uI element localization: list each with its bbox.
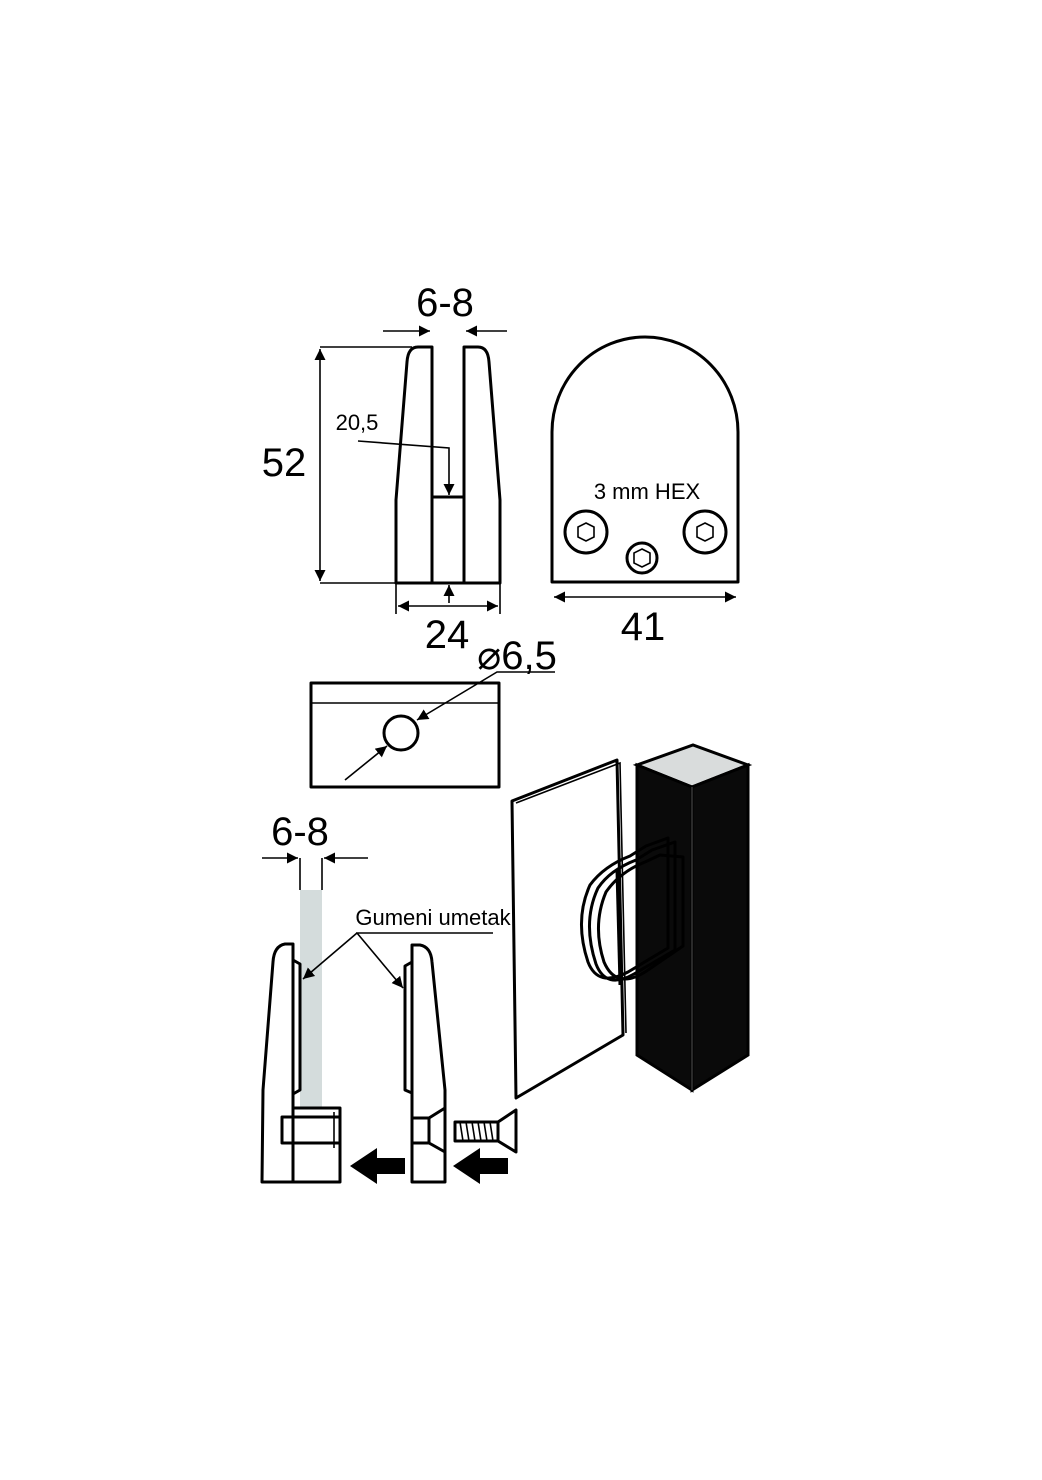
left-jaw-section bbox=[260, 942, 342, 1184]
glass-panel-section bbox=[300, 890, 322, 1108]
screw-center-icon bbox=[625, 541, 659, 575]
post-perspective bbox=[632, 743, 753, 1093]
clamp-right-jaw bbox=[462, 345, 502, 585]
mounting-plate-view: ⌀6,5 bbox=[309, 634, 557, 789]
clamp-front-view: 3 mm HEX 41 bbox=[550, 335, 740, 649]
screw-right-icon bbox=[682, 509, 728, 555]
rubber-insert-right bbox=[403, 960, 413, 1095]
nut-insert bbox=[280, 1115, 342, 1145]
countersink bbox=[412, 1106, 446, 1154]
mounting-hole bbox=[382, 714, 420, 752]
clamp-front-outline bbox=[550, 335, 740, 584]
height-dimension-label: 52 bbox=[262, 441, 307, 485]
width-dimension-label: 24 bbox=[425, 613, 470, 657]
assembly-gap-label: 6-8 bbox=[271, 810, 329, 854]
right-jaw-section bbox=[410, 943, 447, 1184]
screw-left-icon bbox=[563, 509, 609, 555]
hex-key-label: 3 mm HEX bbox=[594, 479, 701, 504]
clamp-side-view: 6-8 52 20,5 24 bbox=[262, 281, 507, 657]
rubber-insert-label: Gumeni umetak bbox=[355, 905, 511, 930]
clamp-perspective bbox=[579, 836, 685, 986]
hole-diameter-label: ⌀6,5 bbox=[477, 634, 557, 678]
countersunk-screw-icon bbox=[453, 1108, 518, 1154]
rubber-insert-left bbox=[292, 958, 302, 1096]
assembly-arrow-left-icon bbox=[350, 1148, 405, 1184]
depth-dimension-label: 20,5 bbox=[336, 410, 379, 435]
gap-dimension-label: 6-8 bbox=[416, 281, 474, 325]
front-width-label: 41 bbox=[621, 605, 666, 649]
perspective-view bbox=[510, 743, 753, 1100]
assembly-section-view: 6-8 Gumeni umetak bbox=[260, 810, 518, 1184]
assembly-arrow-right-icon bbox=[453, 1148, 508, 1184]
glass-panel-perspective bbox=[510, 758, 627, 1100]
clamp-left-jaw bbox=[394, 345, 434, 585]
